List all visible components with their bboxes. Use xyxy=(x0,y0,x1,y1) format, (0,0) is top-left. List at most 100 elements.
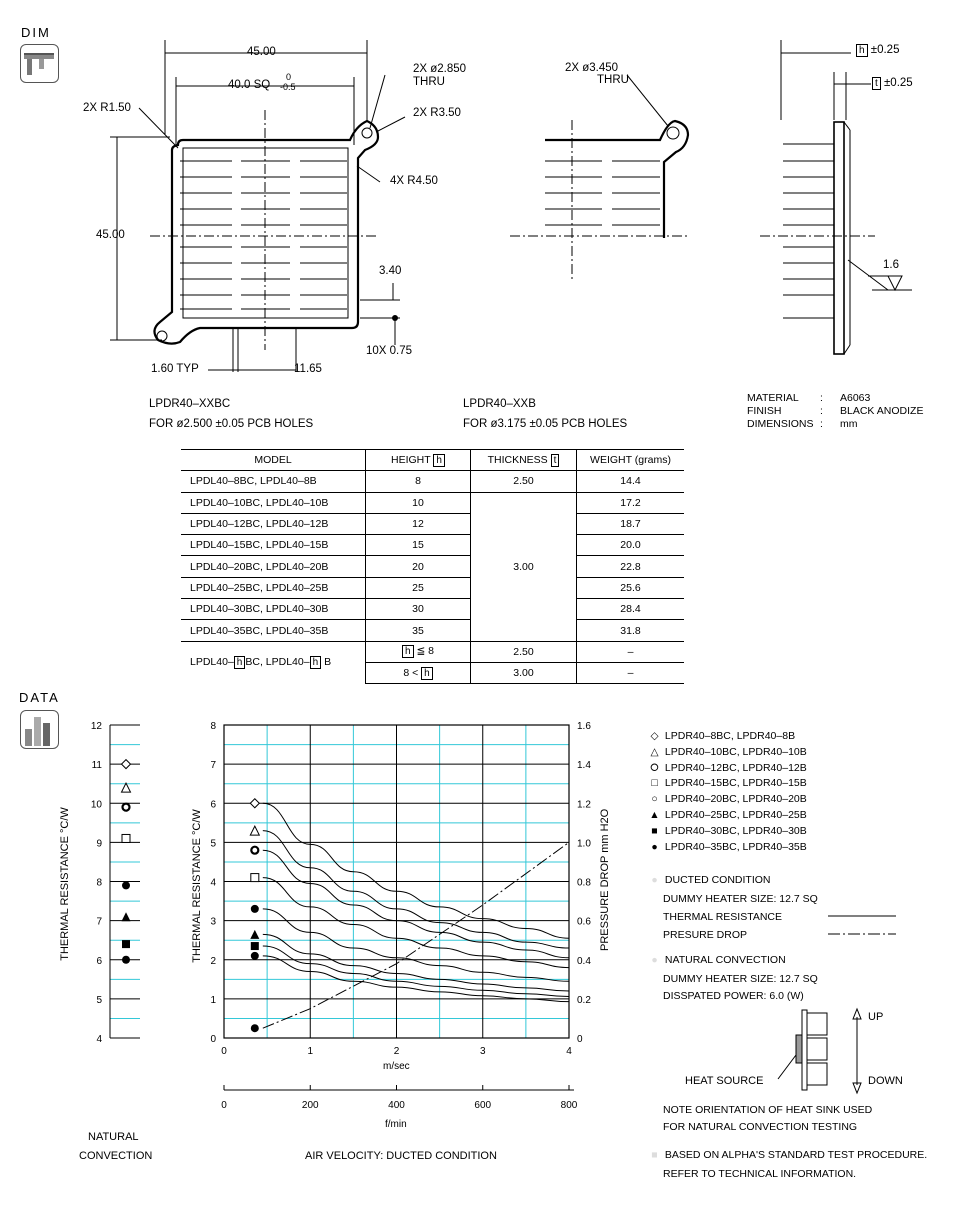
cell-height: 20 xyxy=(365,555,471,578)
natural-convection-label: ● NATURAL CONVECTION xyxy=(651,954,786,966)
legend-item: ⭘ LPDR40–12BC, LPDR40–12B xyxy=(647,762,806,775)
header-height: HEIGHT h xyxy=(365,448,471,471)
pressure-drop-legend: PRESURE DROP xyxy=(663,929,748,941)
duct-x2-tick: 400 xyxy=(388,1100,405,1111)
duct-x-tick: 1 xyxy=(307,1046,313,1057)
hole-thru-label-2b: THRU xyxy=(597,74,629,86)
h-tol: ±0.25 xyxy=(870,44,900,56)
cell-model: LPDL40–30BC, LPDL40–30B xyxy=(181,598,366,620)
duct-start-point xyxy=(250,951,259,960)
legend-marker-icon: ◇ xyxy=(650,730,659,742)
header-weight: WEIGHT (grams) xyxy=(576,448,684,471)
cell-weight: 14.4 xyxy=(576,470,684,493)
cell-model: LPDL40–15BC, LPDL40–15B xyxy=(181,534,366,556)
duct-y-tick: 7 xyxy=(210,760,216,771)
thermal-resistance-curve xyxy=(262,945,570,998)
heatsink-drawing xyxy=(110,40,912,372)
legend-item: □ LPDR40–15BC, LPDR40–15B xyxy=(647,777,807,790)
duct-y2-tick: 1.0 xyxy=(577,838,591,849)
legend-line-samples xyxy=(828,915,896,935)
bar-chart-icon xyxy=(20,710,59,749)
nat-point xyxy=(120,758,132,770)
duct-start-point xyxy=(249,798,261,809)
duct-x2-tick: 600 xyxy=(474,1100,491,1111)
cell-weight: 18.7 xyxy=(576,512,684,535)
nat-tick-label: 11 xyxy=(92,760,103,771)
cell-thickness-generic-1: 2.50 xyxy=(470,640,577,663)
cell-model: LPDL40–10BC, LPDL40–10B xyxy=(181,491,366,514)
duct-y-tick: 6 xyxy=(210,799,216,810)
thickness-tolerance: t ±0.25 xyxy=(872,77,913,90)
hole-radius-label: 2X R3.50 xyxy=(413,107,461,119)
thermal-resistance-curve xyxy=(262,908,570,982)
ducted-heater-label: DUMMY HEATER SIZE: 12.7 SQ xyxy=(663,893,818,905)
duct-y2-tick: 0 xyxy=(577,1034,583,1045)
thermal-resistance-legend: THERMAL RESISTANCE xyxy=(663,911,783,923)
nat-tick-label: 8 xyxy=(96,878,102,889)
ducted-condition-label: ● DUCTED CONDITION xyxy=(651,874,771,886)
duct-y2-tick: 0.4 xyxy=(577,956,591,967)
legend-marker-icon: □ xyxy=(651,777,658,790)
cell-weight: 25.6 xyxy=(576,576,684,599)
nat-ylabel: THERMAL RESISTANCE °C/W xyxy=(59,807,71,961)
finish-value: BLACK ANODIZE xyxy=(840,405,924,417)
dim-inner-tol-down: -0.5 xyxy=(280,82,296,92)
cell-thickness: 2.50 xyxy=(470,470,577,493)
duct-y-tick: 1 xyxy=(210,995,216,1006)
cell-model: LPDL40–35BC, LPDL40–35B xyxy=(181,619,366,642)
fin-gap-label: 1.60 TYP xyxy=(151,363,199,375)
duct-ylabel: THERMAL RESISTANCE °C/W xyxy=(191,809,203,963)
model-b-label: LPDR40–XXB xyxy=(463,398,536,410)
nat-tick-label: 4 xyxy=(96,1034,102,1045)
legend-marker-icon: ▲ xyxy=(649,809,660,821)
duct-y-tick: 8 xyxy=(210,721,216,732)
table-row: LPDL40–12BC, LPDL40–12B 12 18.7 xyxy=(181,512,684,535)
down-label: DOWN xyxy=(868,1075,903,1087)
nat-tick-label: 5 xyxy=(96,995,102,1006)
duct-x-tick: 2 xyxy=(394,1046,400,1057)
nat-tick-label: 10 xyxy=(91,799,103,810)
dim-height: 45.00 xyxy=(96,229,125,241)
hole-thru-label-2: 2X ø3.450 xyxy=(565,62,619,74)
natural-power-label: DISSPATED POWER: 6.0 (W) xyxy=(663,990,804,1002)
nat-point xyxy=(120,781,132,793)
header-thickness: THICKNESS t xyxy=(470,448,577,471)
cell-thickness-generic-2: 3.00 xyxy=(470,661,577,685)
nat-point xyxy=(122,940,130,949)
finish-colon: : xyxy=(820,405,823,417)
cell-height: 35 xyxy=(365,619,471,642)
dim-340: 3.40 xyxy=(379,265,402,277)
duct-y2label: PRESSURE DROP mm H2O xyxy=(599,808,611,951)
duct-y-tick: 4 xyxy=(210,878,216,889)
dim-inner-square: 40.0 SQ xyxy=(228,79,271,91)
legend-item: ■ LPDR40–30BC, LPDR40–30B xyxy=(647,825,806,837)
duct-start-point xyxy=(250,929,260,939)
thermal-resistance-curve xyxy=(262,933,570,992)
nat-caption-2: CONVECTION xyxy=(79,1150,153,1162)
cell-weight: 22.8 xyxy=(576,555,684,578)
fin-thickness-label: 10X 0.75 xyxy=(366,345,413,357)
nat-point xyxy=(121,912,131,922)
legend-label: LPDR40–25BC, LPDR40–25B xyxy=(662,809,807,821)
nat-caption-1: NATURAL xyxy=(88,1131,139,1143)
up-label: UP xyxy=(868,1011,884,1023)
duct-y2-tick: 0.6 xyxy=(577,917,591,928)
legend-marker-icon: ○ xyxy=(651,793,658,806)
cell-height: 30 xyxy=(365,598,471,620)
height-tolerance: h ±0.25 xyxy=(856,44,899,57)
duct-x-tick: 0 xyxy=(221,1046,227,1057)
legend-label: LPDR40–15BC, LPDR40–15B xyxy=(662,777,807,790)
duct-x-tick: 4 xyxy=(566,1046,572,1057)
duct-xlabel: m/sec xyxy=(383,1061,410,1072)
caliper-icon xyxy=(20,44,59,83)
legend-marker-icon: △ xyxy=(650,745,659,758)
duct-x2-tick: 200 xyxy=(302,1100,319,1111)
table-row: LPDL40–35BC, LPDL40–35B 35 31.8 xyxy=(181,619,684,642)
corner-radius-label-2: 4X R4.50 xyxy=(390,175,438,187)
duct-start-point xyxy=(250,873,260,883)
nat-point xyxy=(121,833,131,843)
cell-weight: 31.8 xyxy=(576,619,684,642)
legend-item: ○ LPDR40–20BC, LPDR40–20B xyxy=(647,793,806,806)
